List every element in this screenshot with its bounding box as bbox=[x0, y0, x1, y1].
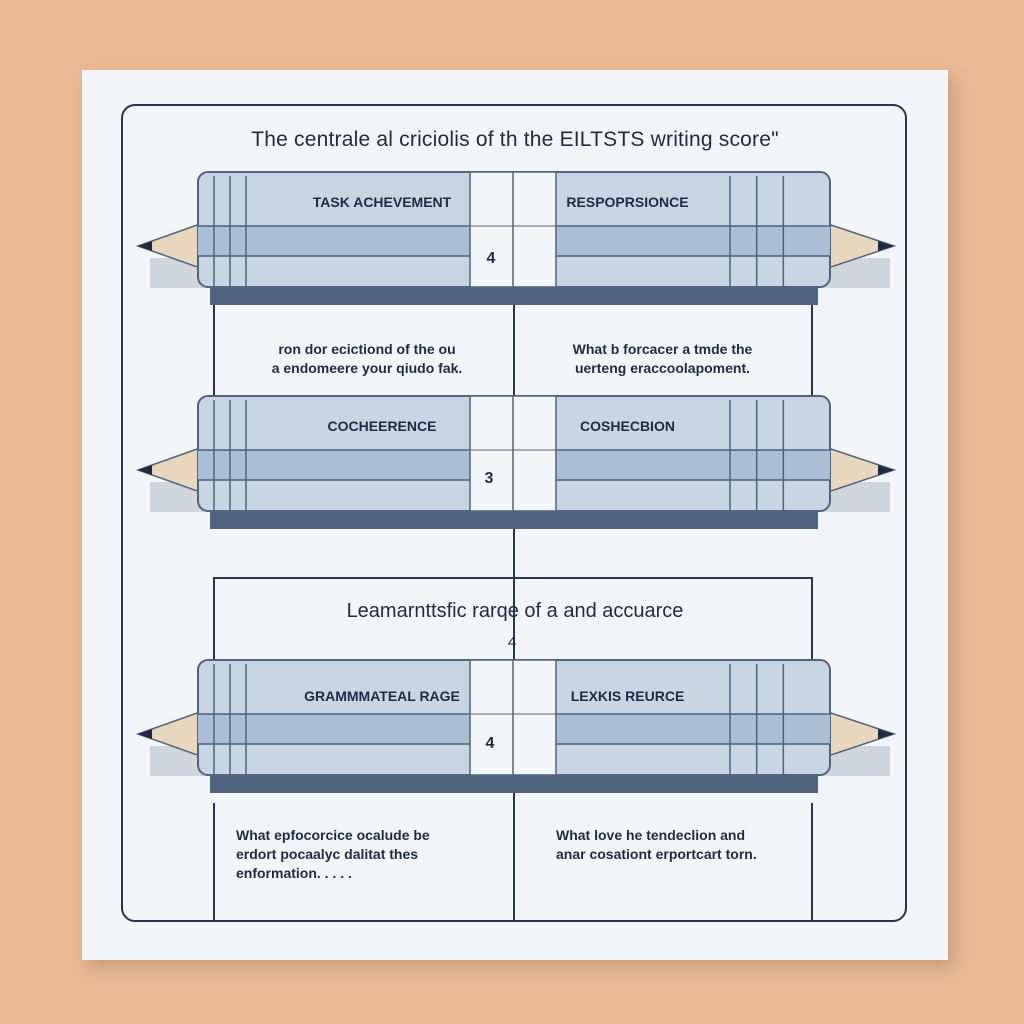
row3-right-description: What love he tendeclion and anar cosatio… bbox=[556, 826, 806, 864]
row3-right-border bbox=[811, 803, 813, 921]
center-divider bbox=[513, 172, 515, 920]
band3-right-label: LEXKIS REURCE bbox=[525, 688, 730, 704]
band1-left-label: TASK ACHEVEMENT bbox=[262, 194, 502, 210]
middle-top-line bbox=[213, 577, 813, 579]
band1-score: 4 bbox=[481, 250, 501, 268]
row1-left-border bbox=[213, 305, 215, 395]
row1-left-description: ron dor ecictiond of the ou a endomeere … bbox=[232, 340, 502, 378]
row1-right-description: What b forcacer a tmde the uerteng eracc… bbox=[520, 340, 805, 378]
band3-left-label: GRAMMMATEAL RAGE bbox=[262, 688, 502, 704]
band2-right-label: COSHECBION bbox=[525, 418, 730, 434]
row3-left-border bbox=[213, 803, 215, 921]
row1-right-border bbox=[811, 305, 813, 395]
middle-left-border bbox=[213, 577, 215, 659]
band3-score: 4 bbox=[480, 735, 500, 753]
band2-score: 3 bbox=[479, 470, 499, 488]
middle-criterion-text: Leamarnttsfic rarqe of a and accuarce bbox=[220, 600, 810, 623]
band1-right-label: RESPOPRSIONCE bbox=[525, 194, 730, 210]
row3-left-description: What epfocorcice ocalude be erdort pocaa… bbox=[236, 826, 506, 883]
middle-right-border bbox=[811, 577, 813, 659]
band2-left-label: COCHEERENCE bbox=[262, 418, 502, 434]
middle-criterion-score: 4 bbox=[500, 634, 524, 651]
diagram-title: The centrale al criciolis of th the EILT… bbox=[150, 128, 880, 152]
